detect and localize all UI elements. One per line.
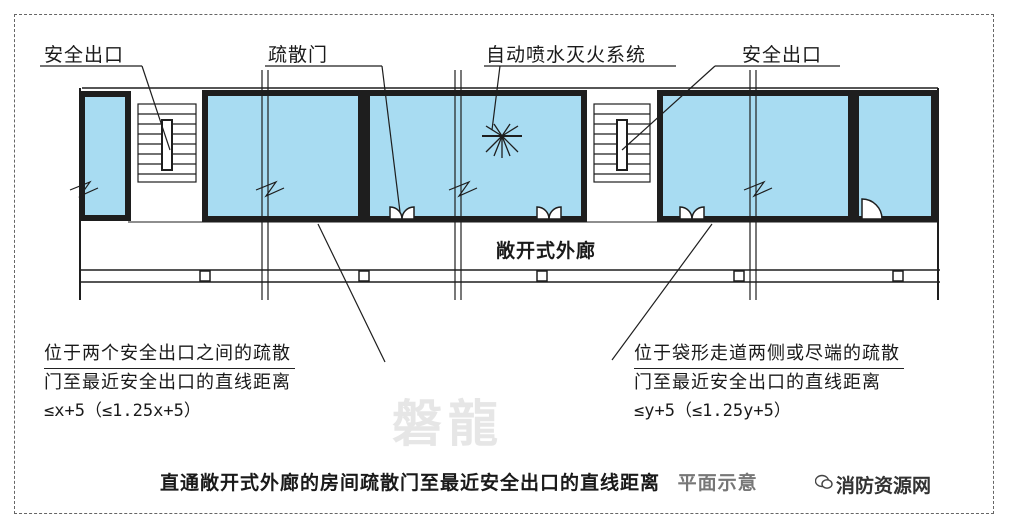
note-left: 位于两个安全出口之间的疏散 门至最近安全出口的直线距离 ≤x+5（≤1.25x+…: [44, 340, 295, 425]
note-right-line2: 门至最近安全出口的直线距离: [634, 372, 881, 393]
rooms: [79, 90, 937, 222]
outer-walls: [79, 87, 940, 300]
note-left-line2: 门至最近安全出口的直线距离: [44, 372, 291, 393]
door: [691, 206, 705, 220]
break-lines: [69, 70, 773, 300]
wechat-icon: [815, 474, 833, 489]
label-sprinkler: 自动喷水灭火系统: [486, 44, 647, 66]
column: [892, 270, 904, 282]
label-exit-left: 安全出口: [44, 44, 125, 66]
sprinkler-symbol: [482, 123, 522, 158]
column: [199, 270, 211, 282]
room-left-edge: [79, 91, 131, 221]
room-4: [853, 90, 937, 222]
staircase-left: [137, 103, 197, 183]
room-1: [202, 90, 364, 222]
caption-tail: 平面示意: [677, 472, 758, 494]
note-right-line1: 位于袋形走道两侧或尽端的疏散: [634, 340, 904, 369]
figure-caption: 直通敞开式外廊的房间疏散门至最近安全出口的直线距离 平面示意: [160, 468, 758, 495]
note-left-formula: ≤x+5（≤1.25x+5）: [44, 401, 201, 421]
column: [733, 270, 745, 282]
caption-text: 直通敞开式外廊的房间疏散门至最近安全出口的直线距离: [160, 472, 661, 494]
dashed-frame: [14, 14, 994, 514]
column: [536, 270, 548, 282]
door: [861, 198, 883, 220]
column: [358, 270, 370, 282]
label-corridor: 敞开式外廊: [496, 240, 597, 262]
note-right: 位于袋形走道两侧或尽端的疏散 门至最近安全出口的直线距离 ≤y+5（≤1.25y…: [634, 340, 904, 425]
watermark: 磐龍: [392, 394, 504, 453]
leader-lines: [40, 65, 840, 363]
label-evac-door: 疏散门: [268, 44, 329, 66]
staircase-right: [593, 103, 651, 183]
door: [548, 206, 562, 220]
source-label: 消防资源网: [836, 475, 932, 497]
doors: [389, 198, 883, 220]
room-2: [364, 90, 587, 222]
note-left-line1: 位于两个安全出口之间的疏散: [44, 340, 295, 369]
columns: [199, 270, 904, 282]
label-exit-right: 安全出口: [742, 44, 823, 66]
note-right-formula: ≤y+5（≤1.25y+5）: [634, 401, 791, 421]
door: [401, 206, 415, 220]
